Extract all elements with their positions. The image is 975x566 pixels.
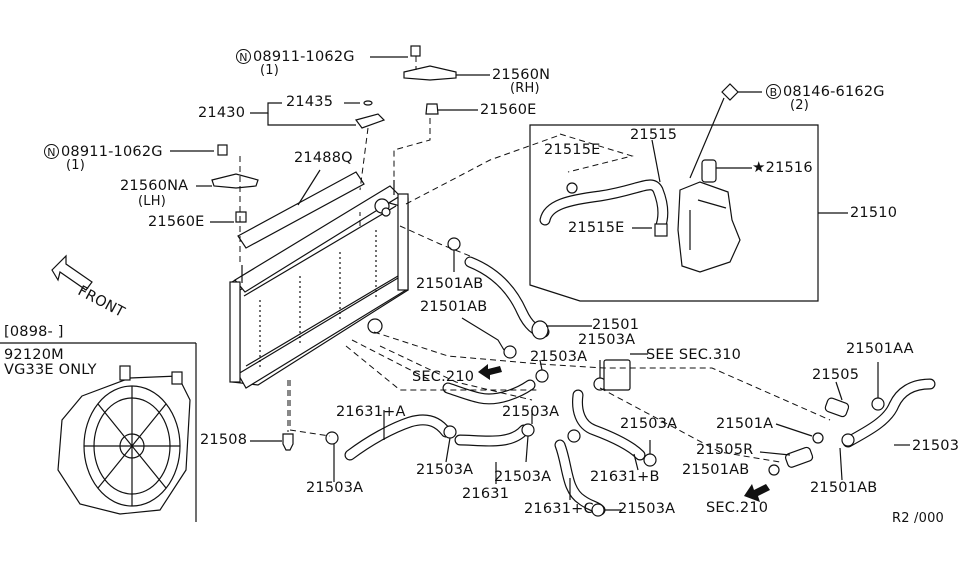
sec210-arrow-icon bbox=[478, 364, 502, 380]
callout-21515: 21515 bbox=[630, 127, 678, 143]
callout-21503A-h: 21503A bbox=[618, 501, 676, 517]
seal-strip-21488Q bbox=[237, 171, 365, 249]
callout-21503A-b: 21503A bbox=[530, 349, 588, 365]
callout-21631B: 21631+B bbox=[590, 469, 660, 485]
callout-sec210-b: SEC.210 bbox=[706, 500, 769, 516]
callout-21631A: 21631+A bbox=[336, 404, 406, 420]
inset-fan-frame bbox=[0, 342, 197, 522]
callout-21560NA: 21560NA bbox=[120, 178, 189, 194]
reference-number: R2 /000 bbox=[892, 511, 945, 526]
callout-08911-top-qty: (1) bbox=[260, 63, 280, 78]
inset-note: VG33E ONLY bbox=[4, 362, 97, 378]
callout-21510: 21510 bbox=[850, 205, 898, 221]
callout-21503A-c: 21503A bbox=[502, 404, 560, 420]
callout-21503A-d: 21503A bbox=[620, 416, 678, 432]
callout-21488Q: 21488Q bbox=[294, 150, 353, 166]
callout-see-sec310: SEE SEC.310 bbox=[646, 347, 742, 363]
callout-21505: 21505 bbox=[812, 367, 860, 383]
callout-21560N-side: (RH) bbox=[510, 81, 540, 96]
callout-21516: ★21516 bbox=[752, 158, 813, 176]
callout-21501AB-c: 21501AB bbox=[682, 462, 750, 478]
callout-21560N: 21560N bbox=[492, 67, 551, 83]
inset-part: 92120M bbox=[4, 347, 64, 363]
callout-21560NA-side: (LH) bbox=[138, 194, 166, 209]
callout-21501AA: 21501AA bbox=[846, 341, 914, 357]
lower-hose-21503 bbox=[841, 378, 936, 448]
callout-08146-qty: (2) bbox=[790, 98, 810, 113]
callout-21631C: 21631+C bbox=[524, 501, 594, 517]
callout-21501AB-b: 21501AB bbox=[420, 299, 488, 315]
callout-21508: 21508 bbox=[200, 432, 248, 448]
callout-21560E-left: 21560E bbox=[148, 214, 205, 230]
callout-sec210-a: SEC.210 bbox=[412, 369, 475, 385]
callout-21503A-a: 21503A bbox=[578, 332, 636, 348]
callout-21501A: 21501A bbox=[716, 416, 774, 432]
callout-21560E-top: 21560E bbox=[480, 102, 537, 118]
upper-hose-21501 bbox=[464, 256, 550, 340]
n-symbol-icon: N bbox=[44, 144, 59, 159]
callout-21503A-e: 21503A bbox=[416, 462, 474, 478]
callout-21515E-b: 21515E bbox=[568, 220, 625, 236]
radiator bbox=[229, 180, 409, 389]
callout-21631: 21631 bbox=[462, 486, 510, 502]
fan-shroud bbox=[57, 365, 191, 515]
callout-21430: 21430 bbox=[198, 105, 246, 121]
callout-21501: 21501 bbox=[592, 317, 640, 333]
callout-21503: 21503 bbox=[912, 438, 960, 454]
callout-21501AB-a: 21501AB bbox=[416, 276, 484, 292]
callout-21501AB-d: 21501AB bbox=[810, 480, 878, 496]
callout-21505R: 21505R bbox=[696, 442, 754, 458]
inset-date: [0898- ] bbox=[4, 324, 64, 340]
callout-21435: 21435 bbox=[286, 94, 334, 110]
reservoir-tank bbox=[677, 159, 752, 273]
callout-21515E-a: 21515E bbox=[544, 142, 601, 158]
callout-21503A-f: 21503A bbox=[494, 469, 552, 485]
callout-08911-left-qty: (1) bbox=[66, 158, 86, 173]
reservoir-group-box bbox=[529, 124, 819, 302]
callout-21503A-g: 21503A bbox=[306, 480, 364, 496]
n-symbol-icon: N bbox=[236, 49, 251, 64]
b-symbol-icon: B bbox=[766, 84, 781, 99]
star-symbol-icon: ★ bbox=[752, 158, 766, 176]
sec210-arrow-icon-2 bbox=[744, 484, 770, 502]
front-arrow-icon bbox=[51, 254, 93, 291]
